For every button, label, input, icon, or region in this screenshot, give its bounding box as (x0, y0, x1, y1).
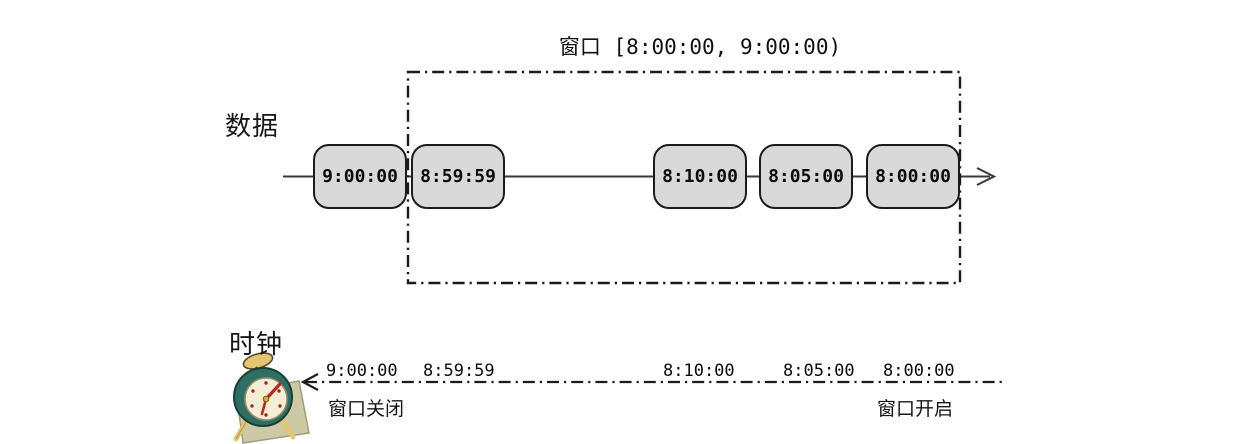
event-box-8-59-59: 8:59:59 (411, 144, 505, 209)
event-time: 8:10:00 (662, 166, 738, 187)
data-timeline-arrowhead-icon (976, 167, 997, 186)
event-box-9-00-00: 9:00:00 (313, 144, 407, 209)
clock-tick-label: 8:59:59 (423, 361, 495, 381)
data-row-label: 数据 (225, 111, 280, 141)
event-box-8-00-00: 8:00:00 (866, 144, 960, 209)
clock-tick-label: 8:10:00 (663, 361, 735, 381)
event-time: 8:05:00 (768, 166, 844, 187)
window-close-annotation: 窗口关闭 (328, 399, 405, 420)
event-box-8-05-00: 8:05:00 (759, 144, 853, 209)
window-title: 窗口 [8:00:00, 9:00:00) (558, 35, 842, 59)
event-time: 9:00:00 (322, 166, 398, 187)
window-open-annotation: 窗口开启 (877, 399, 954, 420)
event-box-8-10-00: 8:10:00 (653, 144, 747, 209)
clock-row-label: 时钟 (229, 329, 284, 359)
alarm-clock-icon (233, 352, 310, 444)
clock-timeline-arrowhead-icon (300, 373, 319, 391)
event-time: 8:00:00 (875, 166, 951, 187)
event-time: 8:59:59 (420, 166, 496, 187)
clock-tick-label: 8:05:00 (783, 361, 855, 381)
window-boundary-rect (406, 70, 962, 285)
clock-tick-label: 9:00:00 (326, 361, 398, 381)
clock-tick-label: 8:00:00 (883, 361, 955, 381)
